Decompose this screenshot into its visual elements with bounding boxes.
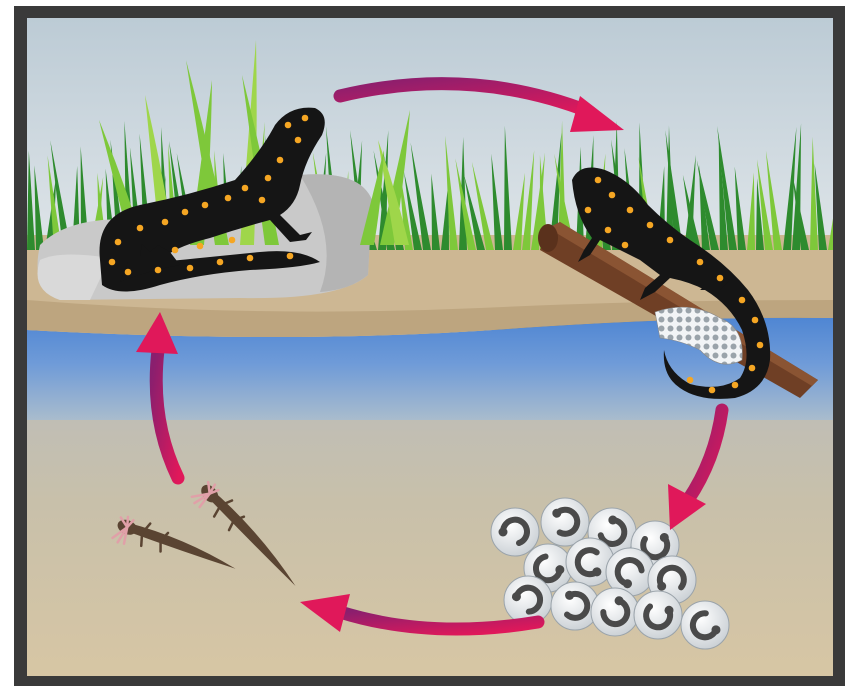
spot: [687, 377, 694, 384]
spot: [217, 259, 224, 266]
spot: [277, 157, 284, 164]
spot: [709, 387, 716, 394]
spot: [162, 219, 169, 226]
spot: [172, 247, 179, 254]
spot: [242, 185, 249, 192]
spot: [197, 243, 204, 250]
spot: [749, 365, 756, 372]
spot: [265, 175, 272, 182]
spot: [295, 137, 302, 144]
spot: [757, 342, 764, 349]
spot: [285, 122, 292, 129]
spot: [287, 253, 294, 260]
spot: [259, 197, 266, 204]
spot: [647, 222, 654, 229]
spot: [585, 207, 592, 214]
spot: [137, 225, 144, 232]
egg: [541, 498, 589, 546]
spot: [182, 209, 189, 216]
spot: [622, 242, 629, 249]
spot: [202, 202, 209, 209]
spot: [697, 259, 704, 266]
spot: [302, 115, 309, 122]
spot: [115, 239, 122, 246]
egg: [591, 588, 639, 636]
spot: [229, 237, 236, 244]
spot: [717, 275, 724, 282]
spot: [155, 267, 162, 274]
spot: [595, 177, 602, 184]
spot: [125, 269, 132, 276]
spot: [109, 259, 116, 266]
egg: [681, 601, 729, 649]
spot: [225, 195, 232, 202]
spot: [627, 207, 634, 214]
spot: [667, 237, 674, 244]
spot: [752, 317, 759, 324]
egg: [504, 576, 552, 624]
egg: [634, 591, 682, 639]
spot: [732, 382, 739, 389]
spot: [187, 265, 194, 272]
spot: [739, 297, 746, 304]
spot: [247, 255, 254, 262]
egg: [491, 508, 539, 556]
spot: [609, 192, 616, 199]
spot: [605, 227, 612, 234]
